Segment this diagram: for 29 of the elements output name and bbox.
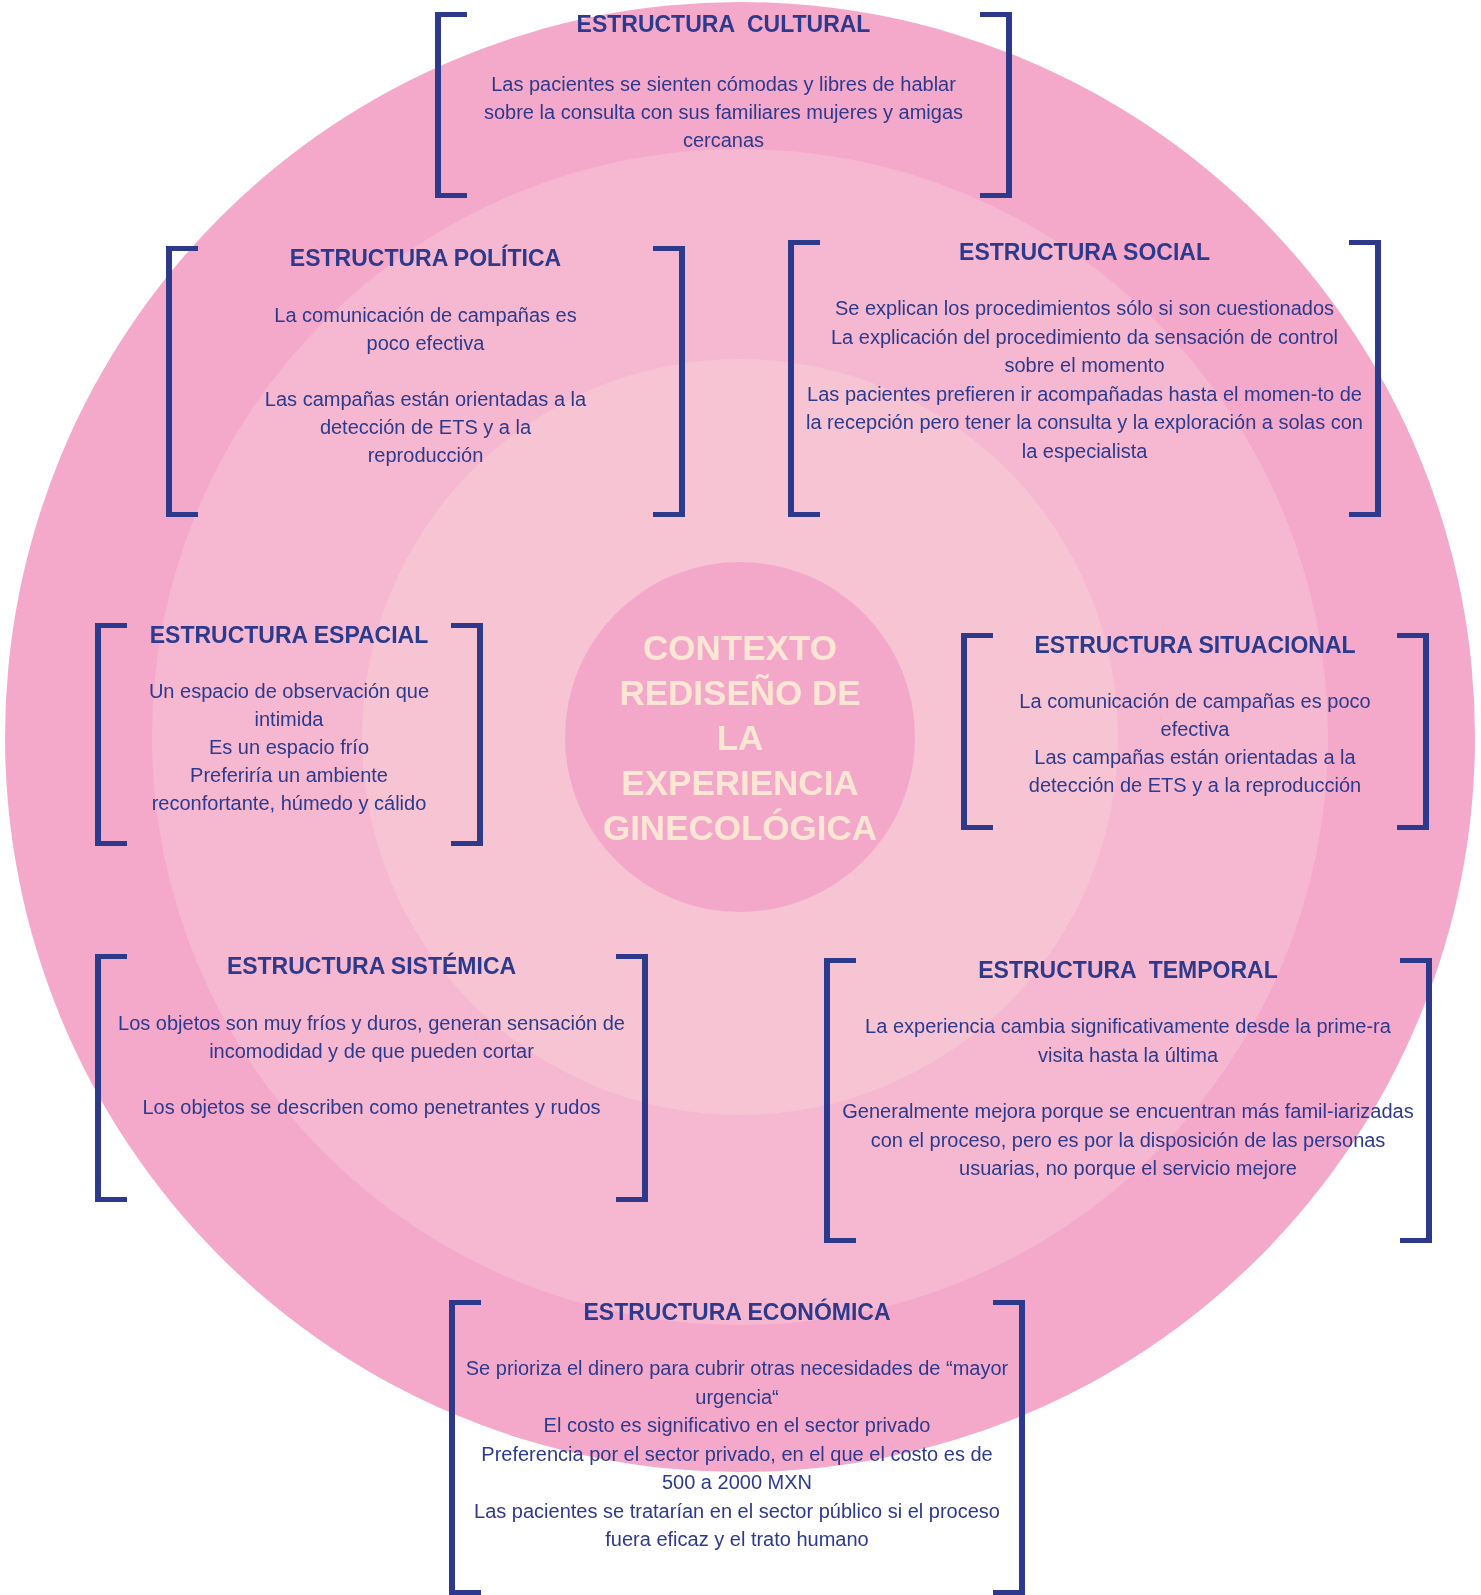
body-text: La experiencia cambia significativamente desde la prime-ra visita hasta la última <box>864 1014 1392 1068</box>
body-text: Las pacientes prefieren ir acompañadas hasta el momen-to de la recepción pero tener la consulta y la exploración a solas con la especialista <box>805 381 1364 464</box>
heading: ESTRUCTURA CULTURAL <box>576 10 871 38</box>
heading: ESTRUCTURA SITUACIONAL <box>1034 631 1356 659</box>
body-text: Preferiría un ambiente reconfortante, húmedo y cálido <box>150 763 428 816</box>
body-text: Las pacientes se tratarían en el sector público si el proceso fuera eficaz y el trato humano <box>473 1498 1001 1552</box>
body-text: Un espacio de observación que intimida <box>147 679 431 732</box>
body-text: Las pacientes se sienten cómodas y libres de hablar sobre la consulta con sus familiares mujeres y amigas cercanas <box>482 72 965 153</box>
body-text: La comunicación de campañas es poco efectiva <box>273 303 578 356</box>
body-text: Las campañas están orientadas a la detección de ETS y a la reproducción <box>1027 745 1363 798</box>
body-text: Los objetos son muy fríos y duros, generan sensación de incomodidad y de que pueden cortar <box>117 1011 626 1064</box>
heading: ESTRUCTURA ECONÓMICA <box>583 1298 891 1326</box>
body-text: Los objetos se describen como penetrantes y rudos <box>141 1095 602 1120</box>
body-text: Se prioriza el dinero para cubrir otras necesidades de “mayor urgencia“ <box>464 1356 1010 1410</box>
body-text: La comunicación de campañas es poco efectiva <box>1018 689 1372 742</box>
body-text: Se explican los procedimientos sólo si son cuestionados <box>833 296 1336 321</box>
heading: ESTRUCTURA SOCIAL <box>959 238 1210 266</box>
center-title: CONTEXTO REDISEÑO DE LA EXPERIENCIA GINECOLÓGICA <box>601 626 879 849</box>
heading: ESTRUCTURA ESPACIAL <box>149 621 429 649</box>
body-text: El costo es significativo en el sector privado <box>542 1413 932 1438</box>
body-text: Es un espacio frío <box>207 735 371 760</box>
heading: ESTRUCTURA SISTÉMICA <box>226 952 517 980</box>
body-text: Preferencia por el sector privado, en el que el costo es de 500 a 2000 MXN <box>480 1441 994 1495</box>
bracketed-text-block <box>449 1300 1025 1595</box>
body-text: La explicación del procedimiento da sensación de control sobre el momento <box>830 324 1339 378</box>
heading: ESTRUCTURA POLÍTICA <box>289 244 562 272</box>
body-text: Las campañas están orientadas a la detección de ETS y a la reproducción <box>263 387 588 468</box>
body-text: Generalmente mejora porque se encuentran más famil-iarizadas con el proceso, pero es por la disposición de las personas usuarias, no porque el servicio mejore <box>841 1099 1415 1181</box>
heading: ESTRUCTURA TEMPORAL <box>978 956 1278 984</box>
